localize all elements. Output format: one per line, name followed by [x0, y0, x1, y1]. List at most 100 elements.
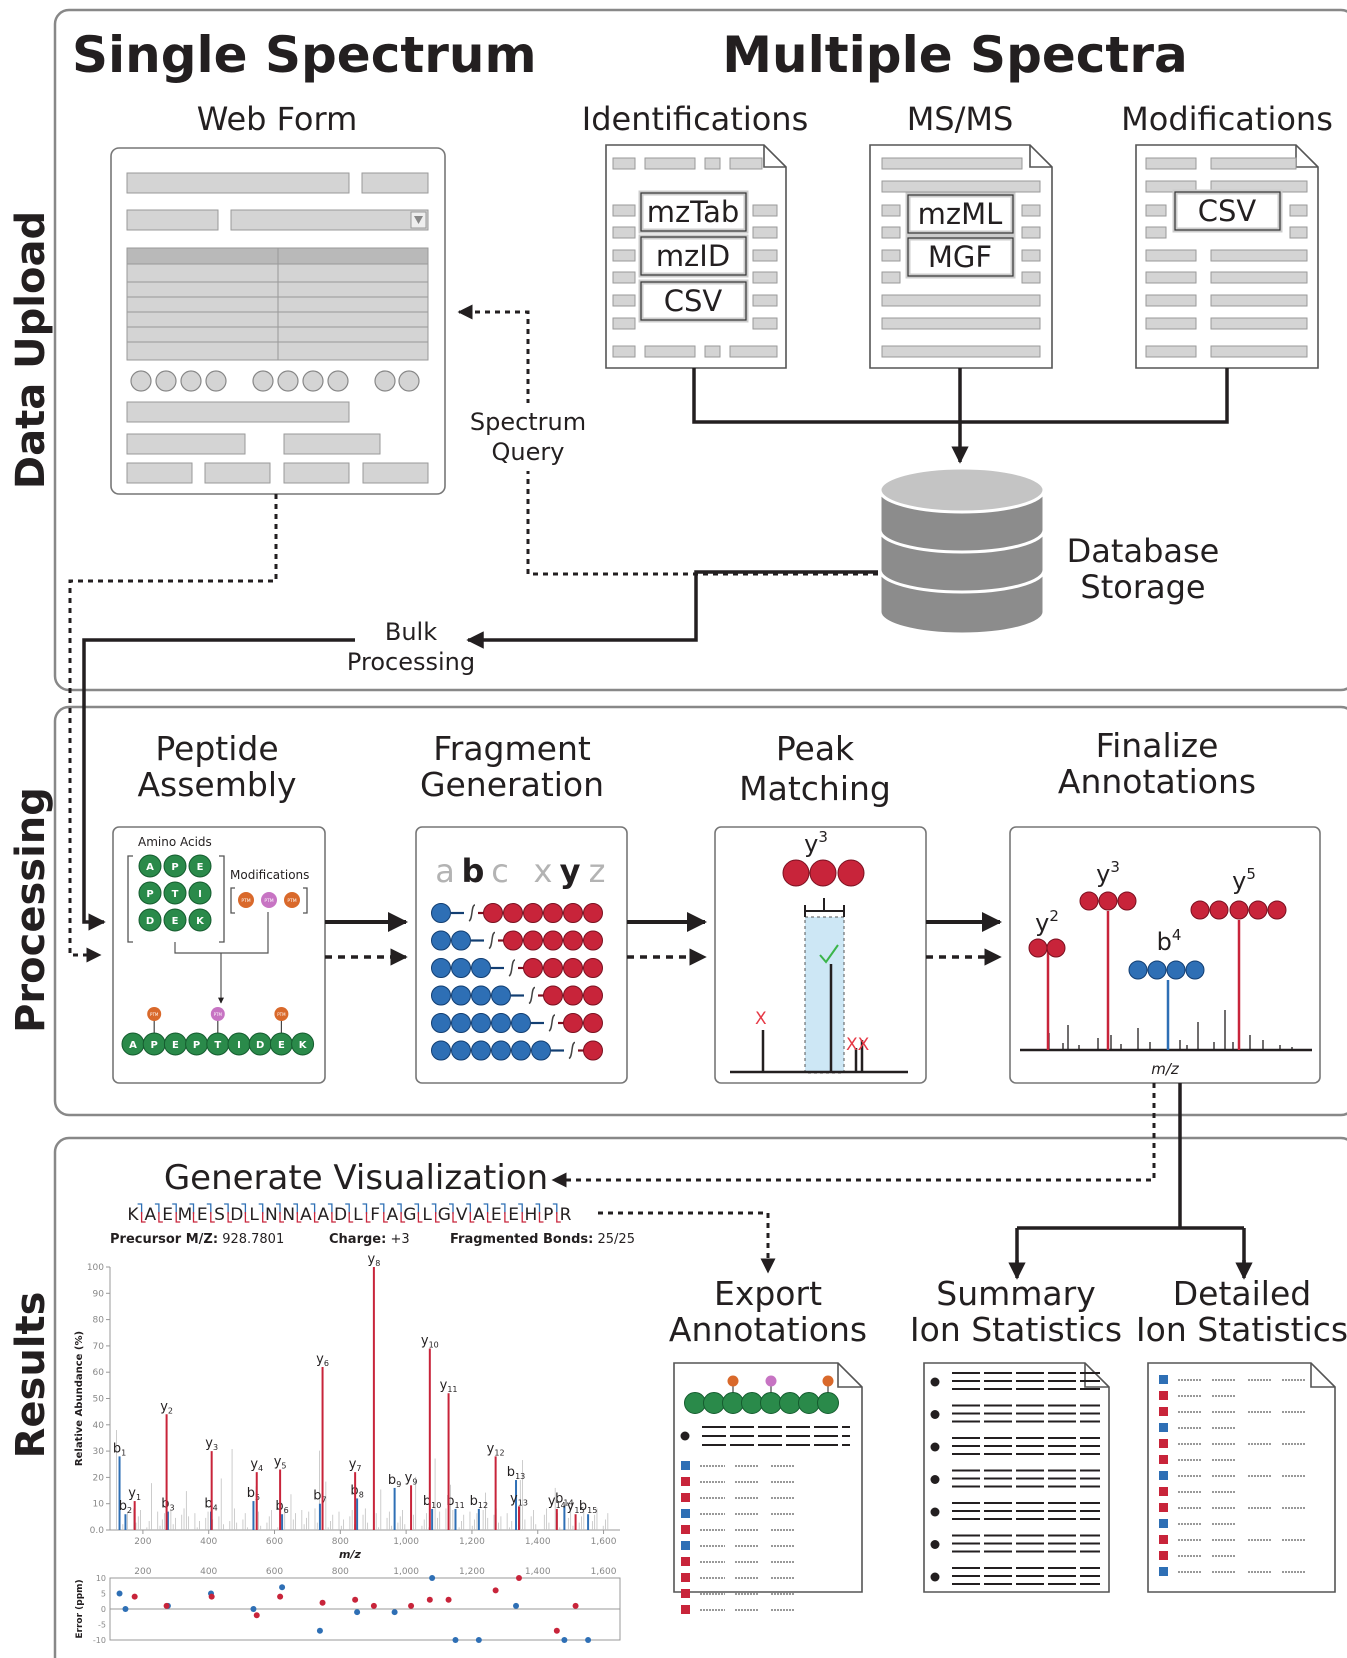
y-fragment-mark [175, 1212, 181, 1223]
error-point [561, 1637, 568, 1643]
sequence-residue: G [438, 1205, 451, 1225]
peak-label-subscript: 1 [136, 1493, 141, 1502]
detailed-row-marker [1159, 1439, 1168, 1448]
y-residue [583, 1040, 603, 1061]
detailed-row-marker [1159, 1391, 1168, 1400]
y-fragment-mark [486, 1212, 492, 1223]
x-tick-label: 800 [332, 1537, 349, 1547]
step-peak-matching-title-2: Matching [739, 769, 891, 808]
error-point [253, 1612, 260, 1619]
error-y-tick-label: 5 [101, 1590, 106, 1599]
peak-label-subscript: 11 [447, 1385, 457, 1394]
y-residue [543, 985, 563, 1006]
x-tick-label: 1,600 [591, 1537, 617, 1547]
amino-acid-circle [163, 854, 187, 878]
detailed-row-marker [1159, 1455, 1168, 1464]
peak-label-b1: b1 [113, 1441, 126, 1457]
y-fragment-mark [435, 1212, 440, 1223]
y-fragment-mark [192, 1212, 198, 1223]
y-residue [543, 930, 563, 951]
b-residue [431, 1040, 451, 1061]
detailed-row-marker [1159, 1423, 1168, 1432]
amino-acid-circle [138, 908, 162, 932]
peptide-residue-letter: D [256, 1040, 264, 1051]
peak-label-y8: y8 [367, 1252, 380, 1268]
summary-lines [952, 1469, 1100, 1488]
finalize-to-statistics-connector [1015, 1083, 1246, 1275]
x-tick-label: 600 [266, 1537, 283, 1547]
error-point [277, 1593, 284, 1600]
peak-label-y10: y10 [421, 1334, 439, 1350]
b-fragment-mark [379, 1203, 385, 1214]
amino-acid-letter: E [172, 916, 179, 927]
y-tick-label: 80 [93, 1316, 105, 1326]
summary-lines [952, 1372, 1100, 1390]
error-point [370, 1602, 377, 1609]
export-row-marker [681, 1573, 690, 1582]
b-residue [491, 985, 511, 1006]
peak-label-subscript: 7 [322, 1496, 327, 1505]
y-fragment-mark [400, 1212, 406, 1223]
peptide-residue-letter: A [129, 1040, 137, 1051]
error-point [352, 1596, 359, 1603]
peak-label-b6: b6 [275, 1499, 288, 1515]
peak-label-b5: b5 [247, 1486, 260, 1502]
b-fragment-mark [241, 1203, 247, 1214]
error-x-tick-label: 600 [266, 1567, 283, 1577]
error-point [408, 1602, 415, 1609]
ptm-circle [210, 1007, 225, 1021]
summary-title-2: Ion Statistics [910, 1310, 1122, 1349]
b-residue [531, 1040, 551, 1061]
export-residue [703, 1392, 725, 1414]
identifications-title: Identifications [582, 100, 808, 138]
export-residue [741, 1392, 763, 1414]
summary-ion-statistics-document [923, 1362, 1110, 1593]
peak-label-b7: b7 [313, 1489, 326, 1505]
peak-label-b2: b2 [119, 1499, 132, 1515]
sequence-residue: A [473, 1205, 485, 1225]
peak-label-subscript: 10 [429, 1341, 439, 1350]
b-residue [491, 1040, 511, 1061]
y-fragment-mark [452, 1212, 457, 1223]
step-arrows [325, 912, 1002, 966]
b-residue [511, 1040, 531, 1061]
y-fragment-mark [331, 1212, 336, 1223]
peak-label-subscript: 3 [169, 1504, 174, 1513]
step-peak-matching-title-1: Peak [776, 729, 855, 768]
export-residue [722, 1392, 744, 1414]
y-residue [503, 903, 523, 923]
peak-label-subscript: 8 [359, 1490, 364, 1499]
peak-label-y5: y5 [274, 1455, 287, 1471]
bulk-processing-connector [466, 570, 878, 649]
summary-bullet [930, 1410, 940, 1419]
section-data-upload: Data Upload [8, 211, 54, 489]
sequence-residue: H [525, 1205, 538, 1225]
y-tick-label: 0.0 [90, 1526, 105, 1536]
export-row-marker [681, 1605, 690, 1614]
sequence-residue: N [265, 1205, 278, 1225]
ion-letter-x: x [534, 852, 553, 890]
summary-lines [952, 1567, 1100, 1585]
summary-title-1: Summary [936, 1274, 1095, 1313]
y-tick-label: 40 [93, 1421, 105, 1431]
web-form-to-assembly-connector [68, 494, 278, 963]
ion-letter-b: b [462, 852, 485, 890]
results-panel [53, 1136, 1347, 1658]
error-point [163, 1602, 170, 1609]
error-point [279, 1584, 286, 1591]
amino-acid-letter: P [146, 889, 153, 900]
detailed-row-marker [1159, 1503, 1168, 1512]
y-fragment-mark [140, 1212, 146, 1223]
b-residue [511, 1013, 531, 1033]
y-fragment-mark [279, 1212, 284, 1223]
sequence-residue: V [456, 1205, 468, 1225]
modifications-file-icon [1135, 144, 1319, 369]
b-residue [431, 958, 451, 978]
amino-acid-letter: D [146, 916, 154, 927]
format-mztab: mzTab [647, 195, 740, 229]
export-ptm [727, 1375, 739, 1387]
amino-acid-circle [163, 908, 187, 932]
